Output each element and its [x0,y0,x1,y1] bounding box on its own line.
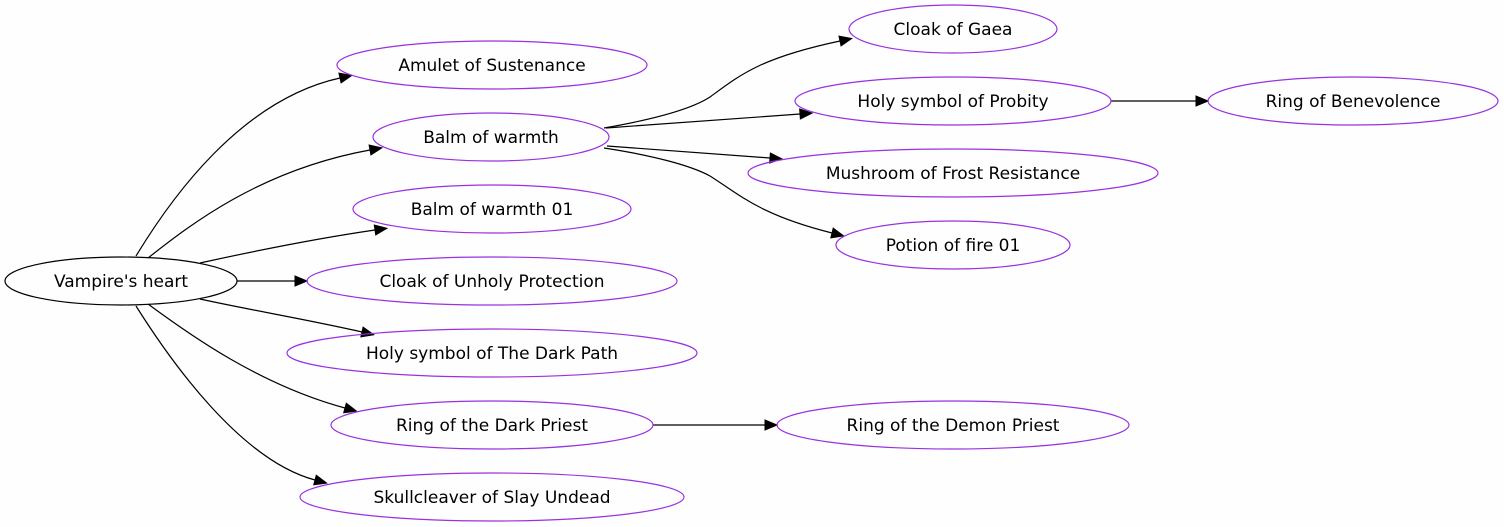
node-label: Cloak of Gaea [894,20,1013,40]
arrowhead-icon [764,419,779,431]
edge-line [147,149,371,259]
node-label: Cloak of Unholy Protection [379,272,604,292]
arrowhead-icon [368,144,384,156]
edges-layer [135,35,1210,486]
node-ellipse[interactable] [330,400,654,450]
node-label: Mushroom of Frost Resistance [826,164,1080,184]
node-label: Potion of fire 01 [886,236,1021,256]
edge-line [605,113,801,129]
edge-holy_probity-to-ring_benevolence [1111,95,1210,107]
node-ellipse[interactable] [835,220,1071,270]
arrowhead-icon [338,72,353,84]
arrowhead-icon [838,35,854,47]
edge-line [199,298,363,333]
node-holy-probity[interactable]: Holy symbol of Probity [794,76,1112,126]
node-skullcleaver[interactable]: Skullcleaver of Slay Undead [299,472,685,522]
node-label: Ring of Benevolence [1266,92,1441,112]
node-cloak-unholy[interactable]: Cloak of Unholy Protection [306,256,678,306]
node-ellipse[interactable] [336,40,648,90]
edge-vampires_heart-to-holy_dark_path [199,298,375,338]
edge-balm_warmth-to-cloak_gaea [603,35,854,129]
node-ellipse[interactable] [372,112,610,162]
node-label: Amulet of Sustenance [398,56,585,76]
edge-vampires_heart-to-balm_warmth [147,144,384,259]
edge-vampires_heart-to-balm_warmth_01 [199,224,389,264]
node-ellipse[interactable] [794,76,1112,126]
arrowhead-icon [294,275,309,287]
edge-line [135,77,341,257]
arrowhead-icon [830,227,845,239]
node-ellipse[interactable] [306,256,678,306]
edge-line [603,147,833,234]
arrowhead-icon [343,402,358,414]
edge-line [606,145,771,159]
node-label: Holy symbol of Probity [857,92,1048,112]
node-label: Skullcleaver of Slay Undead [373,488,610,508]
node-potion-fire-01[interactable]: Potion of fire 01 [835,220,1071,270]
edge-vampires_heart-to-skullcleaver [135,305,328,486]
node-balm-warmth-01[interactable]: Balm of warmth 01 [352,184,632,234]
node-holy-dark-path[interactable]: Holy symbol of The Dark Path [286,328,698,378]
node-ellipse[interactable] [747,148,1159,198]
node-label: Holy symbol of The Dark Path [366,344,618,364]
node-label: Balm of warmth 01 [411,200,574,220]
node-ellipse[interactable] [286,328,698,378]
arrowhead-icon [313,474,328,486]
arrowhead-icon [1195,95,1210,107]
edge-vampires_heart-to-ring_dark_priest [147,303,358,414]
edge-balm_warmth-to-potion_fire_01 [603,147,845,239]
arrowhead-icon [360,326,375,338]
edge-balm_warmth-to-mushroom_frost [606,145,784,164]
arrowhead-icon [799,108,814,120]
node-vampires-heart[interactable]: Vampire's heart [4,256,238,306]
node-ellipse[interactable] [4,256,238,306]
edge-vampires_heart-to-amulet_sustenance [135,72,353,257]
node-ellipse[interactable] [352,184,632,234]
edge-line [199,229,376,264]
node-ellipse[interactable] [1207,76,1499,126]
edge-line [603,40,841,129]
arrowhead-icon [373,224,389,236]
node-mushroom-frost[interactable]: Mushroom of Frost Resistance [747,148,1159,198]
edge-vampires_heart-to-cloak_unholy [237,275,309,287]
node-ring-dark-priest[interactable]: Ring of the Dark Priest [330,400,654,450]
node-ring-benevolence[interactable]: Ring of Benevolence [1207,76,1499,126]
node-label: Ring of the Demon Priest [847,416,1060,436]
node-balm-warmth[interactable]: Balm of warmth [372,112,610,162]
node-ring-demon-priest[interactable]: Ring of the Demon Priest [776,400,1130,450]
node-ellipse[interactable] [848,4,1058,54]
edge-ring_dark_priest-to-ring_demon_priest [653,419,779,431]
nodes-layer: Vampire's heart Amulet of SustenanceBalm … [4,4,1499,522]
edge-balm_warmth-to-holy_probity [605,108,814,129]
edge-line [147,303,346,409]
node-amulet-sustenance[interactable]: Amulet of Sustenance [336,40,648,90]
edge-line [135,305,316,481]
node-ellipse[interactable] [776,400,1130,450]
node-label: Balm of warmth [423,128,559,148]
node-cloak-gaea[interactable]: Cloak of Gaea [848,4,1058,54]
node-label: Vampire's heart [54,272,188,292]
node-ellipse[interactable] [299,472,685,522]
node-label: Ring of the Dark Priest [396,416,588,436]
